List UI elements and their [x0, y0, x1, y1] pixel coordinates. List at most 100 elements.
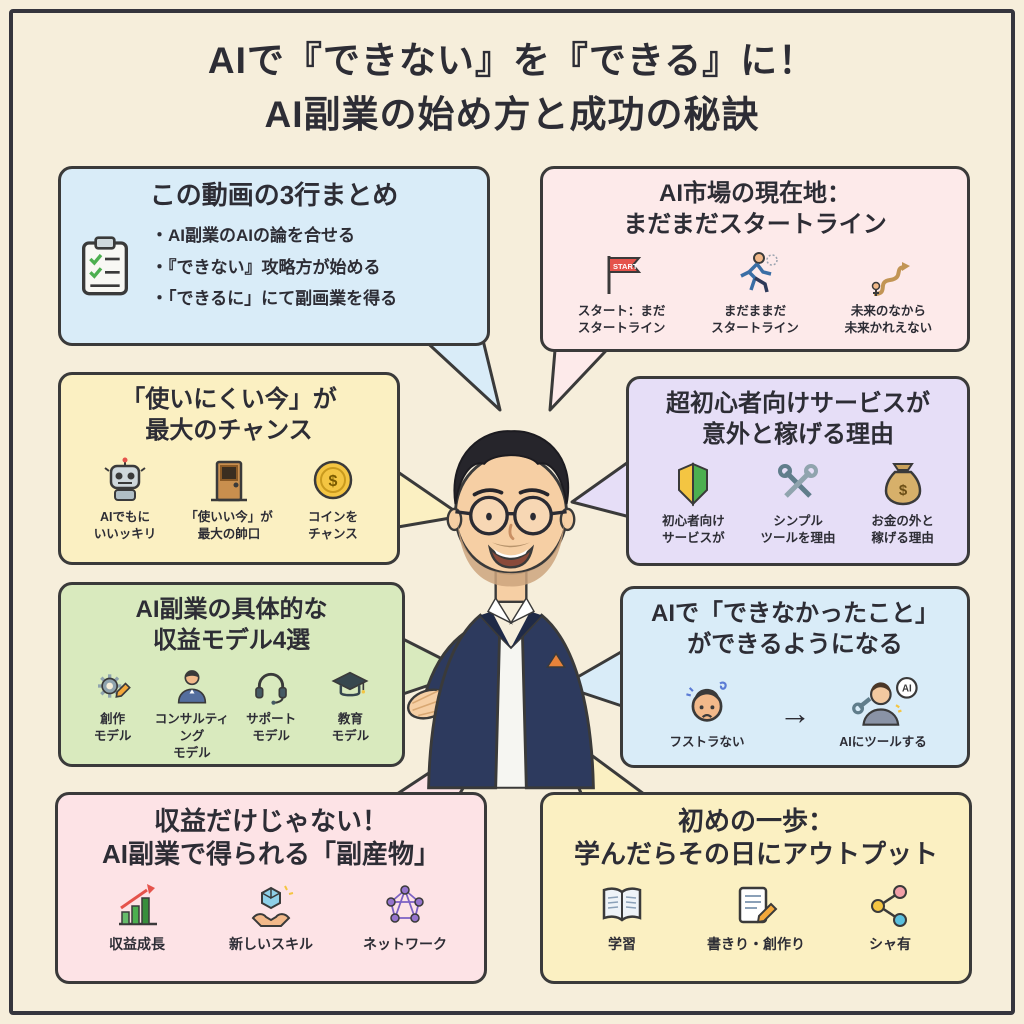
enable-item-confused-caption: フストラない: [669, 734, 745, 749]
market-item-path: 未来のなから 未来かれえない: [822, 250, 955, 337]
summary-bullet-1: ・AI副業のAIの論を合せる: [151, 226, 355, 246]
enable-items: フストラない → AI AIにツールする: [635, 672, 955, 755]
beginner-item-tools: シンプル ツールを理由: [746, 460, 851, 547]
chance-items: AIでもに いいッキリ 「使いい今」が 最大の帥口: [73, 456, 385, 552]
gear-pencil-icon: [93, 666, 133, 706]
beginner-item-mark: 初心者向け サービスが: [641, 460, 746, 547]
door-icon: [205, 456, 253, 504]
models-item-creation: 創作 モデル: [73, 666, 152, 745]
beginner-title-line1: 超初心者向けサービスが: [666, 390, 930, 417]
byproduct-item-skill: 新しいスキル: [204, 882, 338, 954]
market-item-runner: まだままだ スタートライン: [688, 250, 821, 337]
clipboard-check-icon: [73, 235, 137, 299]
market-title-line1: AI市場の現在地：: [659, 180, 851, 207]
byproduct-title-line1: 収益だけじゃない！: [153, 806, 388, 836]
byproduct-item-network-caption: ネットワーク: [363, 935, 447, 952]
first-step-item-share-caption: シャ有: [869, 935, 911, 952]
chance-box-title: 「使いにくい今」が 最大のチャンス: [121, 385, 337, 446]
chance-item-door-caption: 「使いい今」が 最大の帥口: [185, 510, 273, 542]
winding-path-icon: [864, 250, 912, 298]
svg-text:$: $: [329, 473, 338, 490]
book-icon: [598, 882, 646, 930]
first-step-title-line2: 学んだらその日にアウトプット: [573, 839, 938, 870]
byproduct-title-line2: AI副業で得られる「副産物」: [101, 839, 440, 870]
summary-bullet-2: ・『できない』攻略方が始める: [151, 257, 381, 277]
growth-chart-icon: [113, 882, 161, 930]
enable-item-confused: フストラない: [635, 677, 779, 751]
coin-icon: $: [309, 456, 357, 504]
first-step-item-learn: 学習: [555, 882, 689, 954]
models-item-education: 教育 モデル: [311, 666, 390, 745]
first-step-item-create: 書きり・創作り: [689, 882, 823, 954]
byproduct-item-growth: 収益成長: [70, 882, 204, 954]
network-icon: [381, 882, 429, 930]
svg-text:$: $: [899, 482, 908, 499]
page-title-line1: AIで『できない』を『できる』に！: [207, 40, 817, 81]
models-item-support-caption: サポート モデル: [246, 712, 297, 744]
models-box: AI副業の具体的な 収益モデル4選: [58, 582, 405, 767]
page-title: AIで『できない』を『できる』に！ AI副業の始め方と成功の秘訣: [0, 34, 1024, 141]
models-item-creation-caption: 創作 モデル: [93, 712, 132, 744]
enable-item-helper: AI AIにツールする: [811, 676, 955, 751]
grad-cap-icon: [330, 666, 370, 706]
first-step-box: 初めの一歩： 学んだらその日にアウトプット 学習: [540, 792, 972, 984]
byproduct-item-growth-caption: 収益成長: [109, 935, 165, 952]
chance-title-line2: 最大のチャンス: [145, 416, 313, 444]
enable-title-line2: ができるようになる: [687, 630, 903, 658]
models-box-title: AI副業の具体的な 収益モデル4選: [136, 595, 328, 656]
market-item-path-caption: 未来のなから 未来かれえない: [844, 304, 933, 336]
market-box-title: AI市場の現在地： まだまだスタートライン: [623, 179, 887, 240]
market-item-start: START スタート：まだ スタートライン: [555, 250, 688, 337]
runner-icon: [731, 250, 779, 298]
confused-person-icon: [681, 677, 733, 729]
beginner-box-title: 超初心者向けサービスが 意外と稼げる理由: [666, 389, 930, 450]
summary-body: ・AI副業のAIの論を合せる ・『できない』攻略方が始める ・「できるに」にて副…: [73, 220, 475, 314]
models-item-consulting-caption: コンサルティング モデル: [154, 712, 229, 761]
summary-box: この動画の3行まとめ ・AI副業のAIの論を合せる ・『できない』攻略方が始める…: [58, 166, 490, 346]
summary-box-title: この動画の3行まとめ: [149, 180, 399, 210]
consultant-icon: [172, 666, 212, 706]
byproduct-items: 収益成長 新しいスキル: [70, 882, 472, 971]
market-title-line2: まだまだスタートライン: [623, 210, 887, 238]
summary-bullet-3: ・「できるに」にて副画業を得る: [151, 289, 398, 309]
outer-frame: [9, 9, 1015, 1015]
arrow-icon: →: [779, 695, 811, 732]
chance-box: 「使いにくい今」が 最大のチャンス AIでもに い: [58, 372, 400, 565]
money-bag-icon: $: [879, 460, 927, 508]
models-item-education-caption: 教育 モデル: [331, 712, 370, 744]
models-item-support: サポート モデル: [232, 666, 311, 745]
page-title-line2: AI副業の始め方と成功の秘訣: [264, 93, 760, 135]
enable-box: AIで「できなかったこと」 ができるようになる フストラない: [620, 586, 970, 768]
presenter-illustration: [396, 406, 626, 795]
byproduct-box: 収益だけじゃない！ AI副業で得られる「副産物」 収益成長: [55, 792, 487, 984]
enable-item-helper-caption: AIにツールする: [839, 734, 927, 749]
svg-text:START: START: [613, 262, 638, 271]
first-step-item-learn-caption: 学習: [608, 935, 636, 952]
enable-title-line1: AIで「できなかったこと」: [651, 600, 939, 627]
first-step-box-title: 初めの一歩： 学んだらその日にアウトプット: [574, 805, 938, 872]
first-step-items: 学習 書きり・創作り: [555, 882, 957, 971]
market-items: START スタート：まだ スタートライン まだままだ スタート: [555, 250, 955, 339]
beginner-item-tools-caption: シンプル ツールを理由: [760, 514, 836, 546]
byproduct-item-network: ネットワーク: [338, 882, 472, 954]
chance-item-robot-caption: AIでもに いいッキリ: [93, 510, 157, 542]
first-step-item-share: シャ有: [823, 882, 957, 954]
svg-text:AI: AI: [902, 683, 912, 694]
headset-icon: [251, 666, 291, 706]
beginner-items: 初心者向け サービスが シンプル ツールを理由: [641, 460, 955, 553]
chance-item-robot: AIでもに いいッキリ: [73, 456, 177, 543]
ai-helper-icon: AI: [841, 676, 925, 729]
models-title-line2: 収益モデル4選: [152, 626, 311, 654]
models-title-line1: AI副業の具体的な: [135, 596, 328, 623]
market-item-runner-caption: まだままだ スタートライン: [711, 304, 799, 336]
beginner-title-line2: 意外と稼げる理由: [702, 420, 894, 448]
beginner-box: 超初心者向けサービスが 意外と稼げる理由 初心者向け サービスが: [626, 376, 970, 566]
models-items: 創作 モデル コンサルティング モデル: [73, 666, 390, 762]
byproduct-box-title: 収益だけじゃない！ AI副業で得られる「副産物」: [102, 805, 440, 872]
models-item-consulting: コンサルティング モデル: [152, 666, 231, 762]
pencil-note-icon: [732, 882, 780, 930]
chance-item-coin: $ コインを チャンス: [281, 456, 385, 543]
first-step-title-line1: 初めの一歩：: [677, 806, 834, 836]
start-flag-icon: START: [598, 250, 646, 298]
